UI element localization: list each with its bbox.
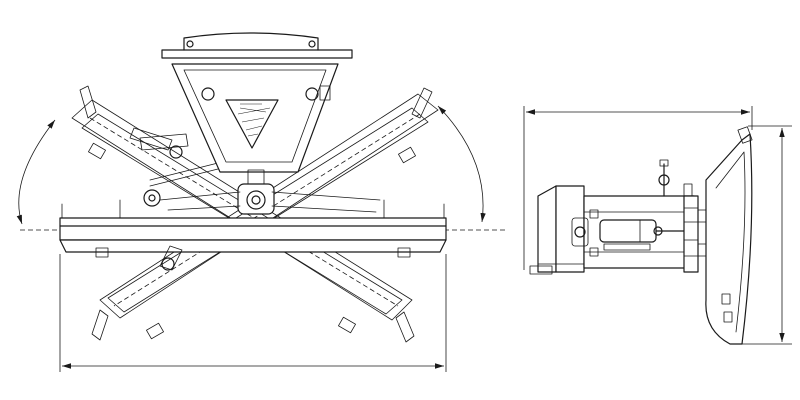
moldboard — [705, 126, 753, 345]
a-frame — [161, 32, 353, 173]
side-view — [523, 106, 792, 345]
pivot-assembly — [143, 169, 381, 215]
blade-straight — [59, 199, 447, 258]
width-dimension — [59, 254, 447, 372]
angle-arc-right — [437, 105, 486, 223]
lift-pin — [658, 159, 693, 197]
mount-plate — [529, 185, 585, 275]
angle-arc-left — [16, 119, 56, 225]
height-dimension — [738, 125, 792, 345]
hydraulic-cylinders — [129, 127, 231, 271]
front-view — [16, 32, 505, 372]
hinge-stack — [683, 195, 709, 273]
